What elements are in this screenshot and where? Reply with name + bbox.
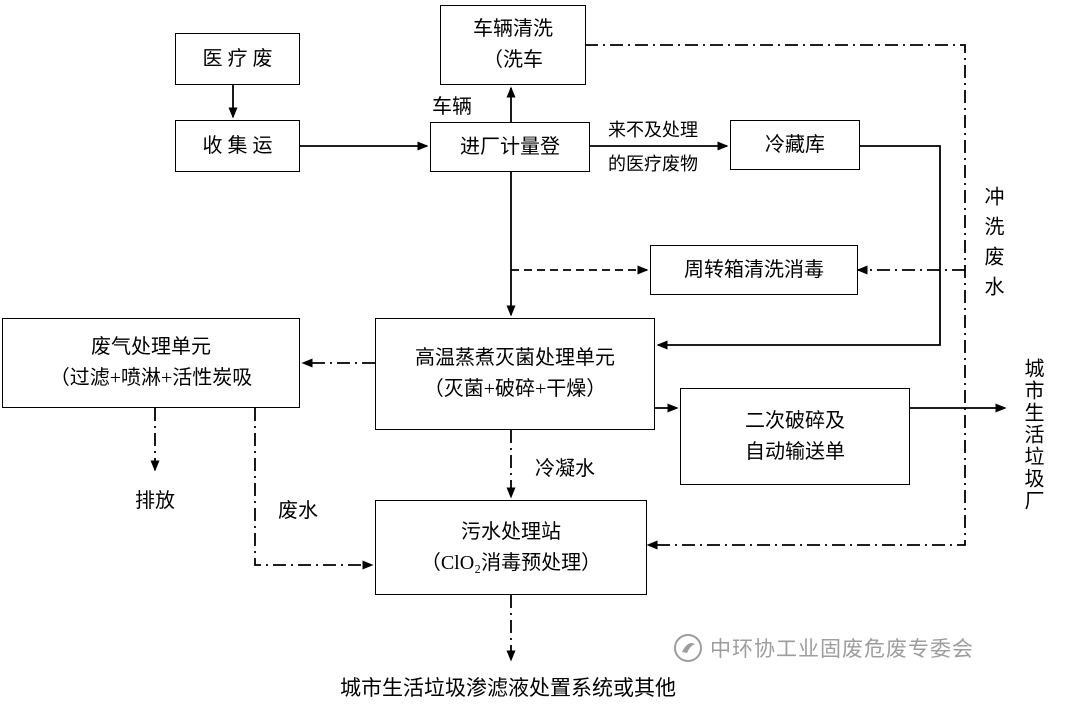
box-vehicle-wash-line2: （洗车 [483,49,543,71]
box-sewage-station-line2: （ClO₂消毒预处理） [420,551,602,574]
box-turnover-cleaning: 周转箱清洗消毒 [650,245,858,295]
label-untreated-line1: 来不及处理 [608,120,698,140]
box-cold-storage-label: 冷藏库 [765,133,825,156]
box-cold-storage: 冷藏库 [730,120,860,170]
arrow-vehiclewash-flushwater-to-sewage [585,44,966,550]
box-steam-sterilizer: 高温蒸煮灭菌处理单元 （灭菌+破碎+干燥） [375,318,655,430]
box-waste-gas-line2: （过滤+喷淋+活性炭吸 [49,367,253,389]
box-collection: 收 集 运 [175,120,300,172]
box-medical-waste: 医 疗 废 [175,33,300,85]
label-city-waste-plant: 城市生活垃圾厂 [1021,358,1043,512]
box-medical-waste-label: 医 疗 废 [202,47,273,70]
box-turnover-cleaning-label: 周转箱清洗消毒 [684,258,824,281]
box-steam-sterilizer-line1: 高温蒸煮灭菌处理单元 [415,347,615,369]
label-vehicle: 车辆 [432,96,472,118]
box-waste-gas-unit: 废气处理单元 （过滤+喷淋+活性炭吸 [2,318,300,408]
bottom-caption: 城市生活垃圾渗滤液处置系统或其他 [340,676,676,700]
box-secondary-crusher-line1: 二次破碎及 [745,409,845,432]
watermark-logo [674,634,702,662]
watermark-text: 中环协工业固废危废专委会 [710,637,974,661]
arrow-coldstorage-to-sterilizer [656,145,941,350]
box-collection-label: 收 集 运 [202,134,273,157]
arrow-wastewater-to-sewage [254,408,374,570]
box-secondary-crusher: 二次破碎及 自动输送单 [680,388,910,485]
box-steam-sterilizer-line2: （灭菌+破碎+干燥） [423,378,607,400]
box-sewage-station: 污水处理站 （ClO₂消毒预处理） [375,500,647,595]
box-vehicle-wash: 车辆清洗 （洗车 [440,5,586,85]
watermark: 中环协工业固废危废专委会 [672,632,974,664]
box-sewage-station-line1: 污水处理站 [461,520,561,543]
box-waste-gas-line1: 废气处理单元 [91,336,211,358]
label-discharge: 排放 [135,490,175,512]
label-untreated-line2: 的医疗废物 [608,154,698,174]
label-wastewater: 废水 [278,500,318,522]
box-weighing: 进厂计量登 [430,122,590,172]
box-vehicle-wash-line1: 车辆清洗 [473,18,553,40]
label-condensate: 冷凝水 [535,458,595,480]
label-flush-wastewater: 冲洗废水 [981,186,1003,306]
box-weighing-label: 进厂计量登 [460,135,560,158]
box-secondary-crusher-line2: 自动输送单 [745,440,845,463]
